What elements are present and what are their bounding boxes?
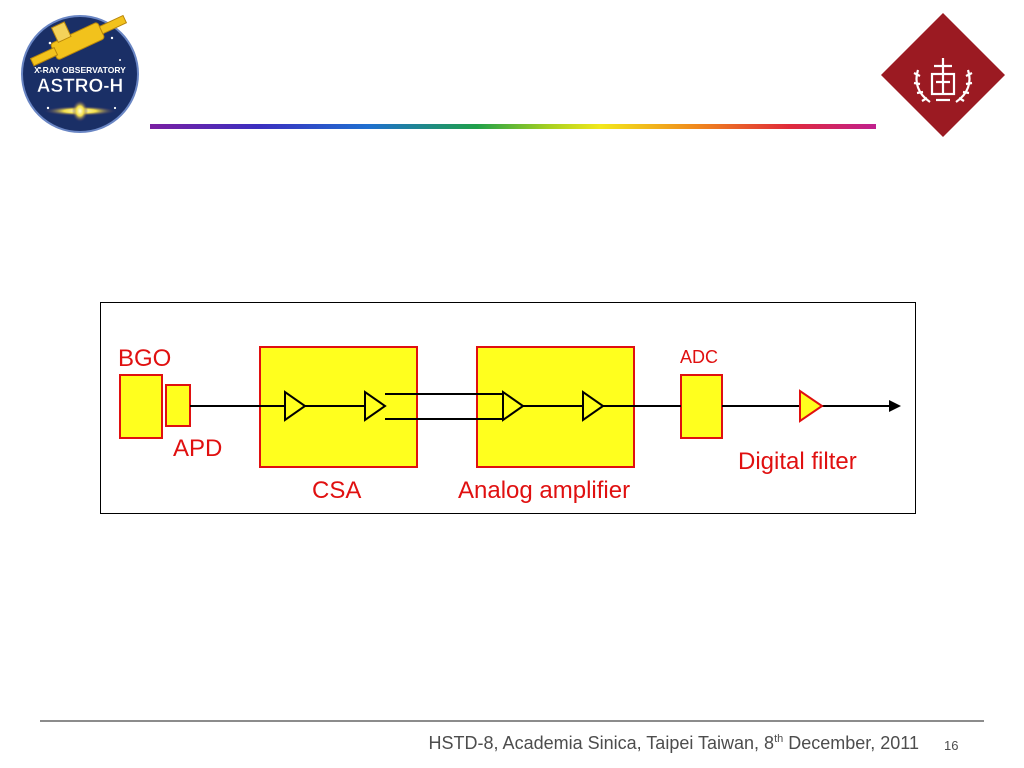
astro-h-logo-subtitle: X-RAY OBSERVATORY [34, 65, 126, 75]
signal-wires [190, 393, 895, 420]
footer-text-superscript: th [774, 733, 784, 745]
csa-amplifier-2-icon [364, 390, 387, 422]
apd-block [165, 384, 191, 427]
university-crest-logo [880, 12, 1006, 138]
output-arrow-icon [889, 400, 901, 412]
digital-filter-label: Digital filter [738, 448, 857, 475]
astro-h-logo: X-RAY OBSERVATORY ASTRO-H [20, 8, 144, 136]
adc-label: ADC [680, 347, 719, 367]
adc-block [680, 374, 723, 439]
bgo-label: BGO [118, 345, 172, 372]
footer-text-tail: December, 2011 [783, 733, 919, 753]
csa-amplifier-1-icon [284, 390, 307, 422]
analog-amplifier-1-icon [502, 390, 525, 422]
digital-filter-icon [799, 389, 824, 423]
readout-block-diagram: BGO APD CSA Analog amplifier ADC Digital… [100, 302, 916, 514]
footer-conference-text: HSTD-8, Academia Sinica, Taipei Taiwan, … [429, 733, 919, 754]
bgo-crystal-block [119, 374, 163, 439]
analog-amplifier-label: Analog amplifier [458, 477, 631, 504]
apd-label: APD [173, 435, 223, 462]
footer-rule [40, 720, 984, 722]
csa-label: CSA [312, 477, 362, 504]
page-number: 16 [944, 738, 959, 753]
analog-amplifier-2-icon [582, 390, 605, 422]
astro-h-logo-title: ASTRO-H [37, 76, 124, 97]
title-rainbow-rule [150, 124, 876, 129]
footer-text-main: HSTD-8, Academia Sinica, Taipei Taiwan, … [428, 733, 775, 753]
